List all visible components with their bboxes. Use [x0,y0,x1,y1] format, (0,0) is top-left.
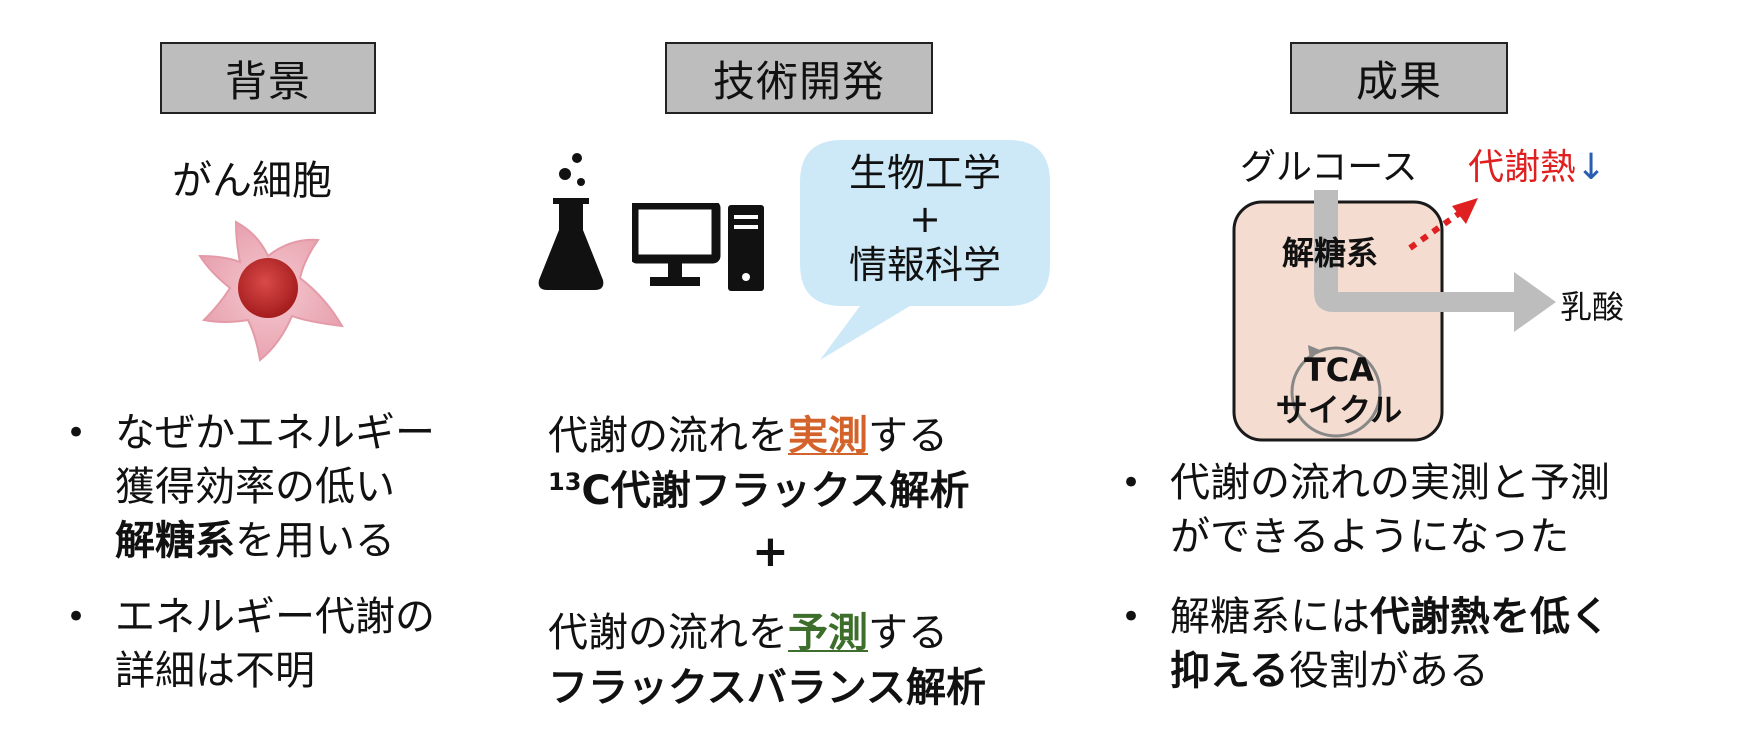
glycolysis-arrow [1314,190,1556,332]
background-bullets: なぜかエネルギー 獲得効率の低い 解糖系を用いる エネルギー代謝の 詳細は不明 [60,406,435,720]
heat-dotted-arrow [1408,207,1466,251]
predict-line: 代謝の流れを予測する [548,610,948,656]
tca-cycle-arrowhead [1308,345,1320,360]
down-arrow-icon: ↓ [1576,147,1607,188]
metabolic-heat-label: 代謝熱↓ [1468,147,1607,188]
results-bullets: 代謝の流れの実測と予測 ができるようになった 解糖系には代謝熱を低く 抑える役割… [1115,456,1610,720]
flask-icon [538,153,604,290]
method-13c-flux: 13C代謝フラックス解析 [548,468,970,514]
speech-bubble [800,140,1050,360]
tca-cycle-label: TCA サイクル [1275,351,1403,429]
results-bullet-1: 代謝の流れの実測と予測 ができるようになった [1115,456,1610,564]
computer-icon [632,203,764,291]
metabolism-diagram [1232,190,1556,442]
measure-line: 代謝の流れを実測する [548,413,948,459]
plus-sign: + [752,526,789,577]
heat-arrowhead [1452,198,1478,224]
glycolysis-label: 解糖系 [1282,234,1379,272]
background-bullet-1: なぜかエネルギー 獲得効率の低い 解糖系を用いる [60,406,435,568]
header-results: 成果 [1290,42,1508,114]
tca-cycle-circle [1290,346,1382,438]
bubble-text: 生物工学 + 情報科学 [848,151,1001,287]
lactate-label: 乳酸 [1560,288,1625,326]
header-tech-development: 技術開発 [665,42,933,114]
glucose-label: グルコース [1240,147,1418,188]
cancer-cell-label: がん細胞 [172,158,332,204]
background-bullet-2: エネルギー代謝の 詳細は不明 [60,590,435,698]
cancer-cell-icon [198,220,344,362]
method-fba: フラックスバランス解析 [548,665,986,711]
header-background: 背景 [160,42,376,114]
results-bullet-2: 解糖系には代謝熱を低く 抑える役割がある [1115,590,1610,698]
